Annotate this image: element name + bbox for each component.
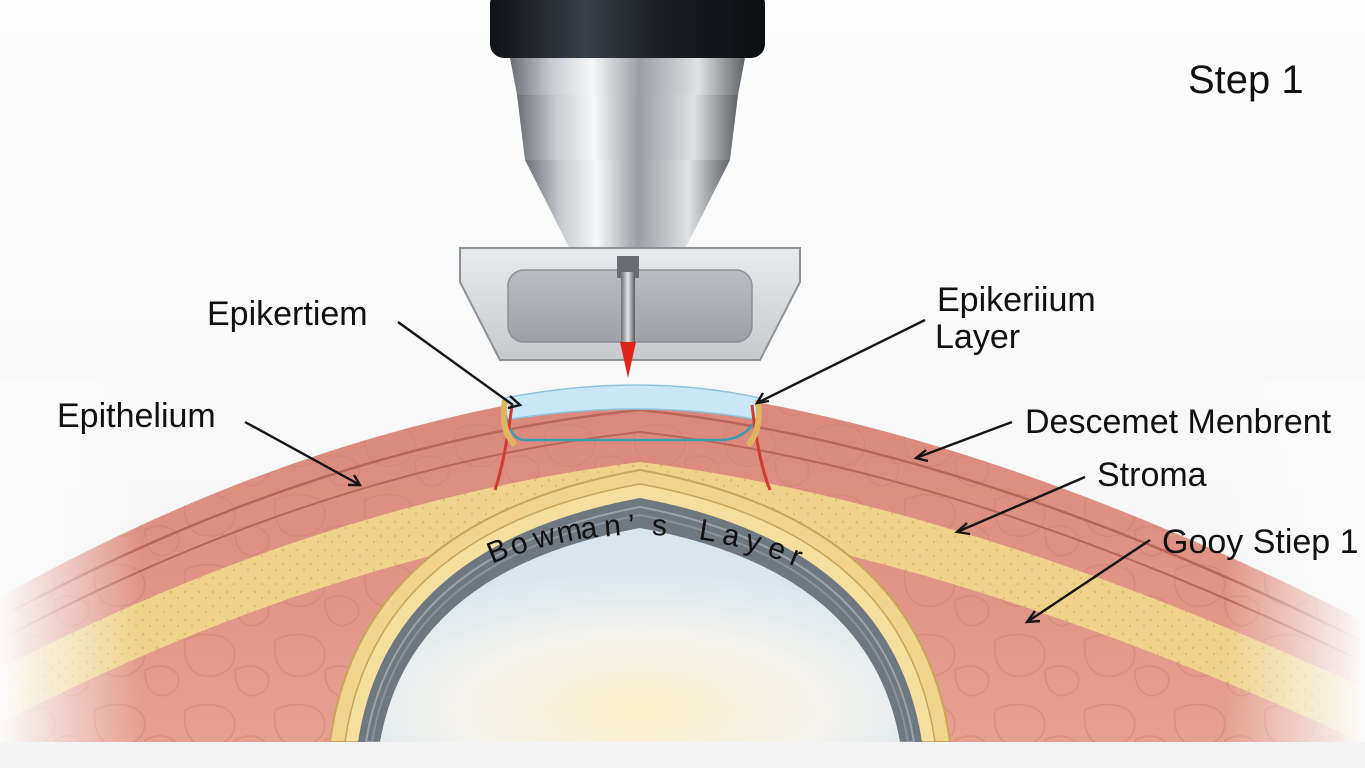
incision-left: [493, 404, 514, 491]
leader-stroma: [956, 475, 1086, 534]
arrowhead-epikertiem: [507, 395, 523, 410]
label-epikeriium: Epikeriium: [937, 281, 1096, 319]
instrument-cone: [525, 160, 730, 255]
epithelium-line: [0, 408, 1365, 644]
cornea-center: [380, 528, 900, 742]
bowmans-ring-line: [364, 505, 916, 742]
edge-fade-left: [0, 380, 140, 742]
leader-epithelium: [244, 420, 361, 487]
flap-fold-left: [500, 399, 518, 448]
microkeratome-instrument: [459, 0, 801, 378]
instrument-body: [517, 95, 738, 160]
arrowhead-gooy: [1024, 610, 1041, 624]
arrowhead-epithelium: [348, 474, 363, 487]
edge-fade-right: [1225, 380, 1365, 742]
instrument-handle: [490, 0, 765, 58]
step-title: Step 1: [1188, 58, 1304, 102]
epithelial-flap: [493, 384, 772, 491]
cornea-cross-section: [0, 380, 1365, 742]
label-descemet: Descemet Menbrent: [1025, 403, 1332, 441]
stroma-texture: [0, 462, 1365, 742]
labels: Step 1 Epikertiem Epikeriium Layer Epith…: [57, 58, 1359, 574]
leader-gooy: [1026, 539, 1151, 623]
blade-tip: [620, 342, 636, 378]
bowmans-ring-line: [370, 513, 910, 742]
arrowhead-epikeriium: [754, 392, 770, 405]
epithelium-line: [0, 430, 1365, 664]
label-gooy: Gooy Stiep 1: [1162, 523, 1359, 561]
needle-shaft: [621, 272, 635, 342]
label-epikeriium-layer: Layer: [935, 318, 1020, 356]
label-epithelium: Epithelium: [57, 397, 216, 435]
leader-lines: [244, 318, 1151, 624]
label-epikertiem: Epikertiem: [207, 295, 368, 333]
label-stroma: Stroma: [1097, 456, 1207, 494]
incision-right: [750, 404, 772, 491]
arrowhead-stroma: [954, 522, 971, 536]
instrument-collar: [510, 58, 745, 95]
leader-epikertiem: [397, 321, 514, 406]
flap-fold-right: [745, 399, 762, 448]
leader-descemet: [915, 420, 1013, 460]
arrowhead-descemet: [913, 449, 929, 463]
leader-epikeriium: [756, 318, 926, 405]
